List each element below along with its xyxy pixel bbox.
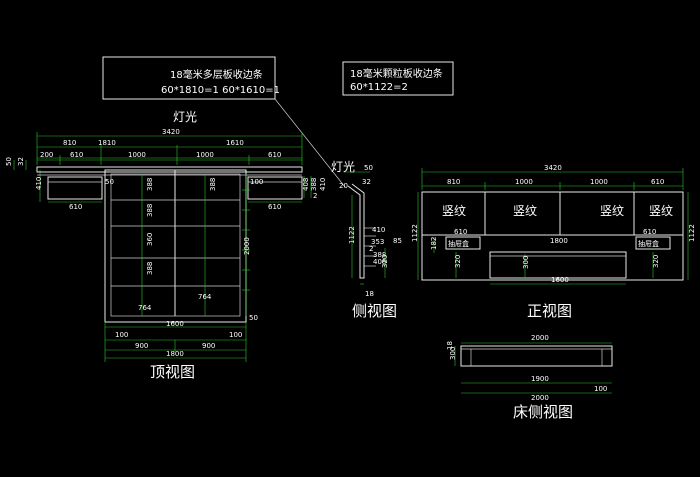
svg-text:300: 300 xyxy=(522,256,530,269)
svg-text:灯光: 灯光 xyxy=(331,160,355,174)
svg-text:1122: 1122 xyxy=(348,226,356,244)
svg-text:2: 2 xyxy=(369,245,373,253)
multilayer-board-note: 18毫米多层板收边条 60*1810=1 60*1610=1 xyxy=(102,56,280,100)
svg-text:1610: 1610 xyxy=(226,139,244,147)
svg-text:竖纹: 竖纹 xyxy=(649,204,673,218)
svg-text:320: 320 xyxy=(652,255,660,268)
svg-text:60*1122=2: 60*1122=2 xyxy=(350,82,408,93)
svg-text:388: 388 xyxy=(373,251,386,259)
svg-text:85: 85 xyxy=(393,237,402,245)
svg-text:32: 32 xyxy=(362,178,371,186)
svg-text:1600: 1600 xyxy=(166,320,184,328)
svg-text:610: 610 xyxy=(70,151,83,159)
svg-text:610: 610 xyxy=(643,228,656,236)
svg-text:408: 408 xyxy=(373,258,386,266)
svg-text:20: 20 xyxy=(339,182,348,190)
svg-text:50: 50 xyxy=(249,314,258,322)
svg-text:床侧视图: 床侧视图 xyxy=(513,403,573,421)
svg-text:610: 610 xyxy=(69,203,82,211)
svg-text:竖纹: 竖纹 xyxy=(600,204,624,218)
svg-text:18毫米多层板收边条: 18毫米多层板收边条 xyxy=(170,68,263,81)
svg-text:1900: 1900 xyxy=(531,375,549,383)
svg-text:2000: 2000 xyxy=(531,334,549,342)
svg-text:764: 764 xyxy=(198,293,212,301)
svg-text:2: 2 xyxy=(313,192,317,200)
svg-text:200: 200 xyxy=(40,151,53,159)
front-view: 3420 810 1000 1000 610 竖纹 竖纹 竖纹 竖纹 抽屉盒 抽… xyxy=(411,164,696,320)
svg-text:1810: 1810 xyxy=(98,139,116,147)
svg-text:320: 320 xyxy=(381,255,389,268)
svg-text:300: 300 xyxy=(449,347,457,360)
svg-text:50: 50 xyxy=(364,164,373,172)
svg-text:正视图: 正视图 xyxy=(527,302,572,320)
svg-text:408: 408 xyxy=(302,178,310,191)
svg-text:100: 100 xyxy=(115,331,128,339)
svg-text:410: 410 xyxy=(35,177,43,190)
svg-text:320: 320 xyxy=(454,255,462,268)
svg-text:388: 388 xyxy=(310,178,318,191)
svg-text:810: 810 xyxy=(63,139,76,147)
svg-text:顶视图: 顶视图 xyxy=(150,363,195,381)
svg-text:1000: 1000 xyxy=(590,178,608,186)
svg-text:2000: 2000 xyxy=(531,394,549,402)
svg-text:1800: 1800 xyxy=(550,237,568,245)
svg-text:1000: 1000 xyxy=(128,151,146,159)
svg-text:60*1810=1 60*1610=1: 60*1810=1 60*1610=1 xyxy=(161,85,280,96)
svg-text:3420: 3420 xyxy=(162,128,180,136)
top-view: 3420 810 1810 1610 200 610 1000 1000 610… xyxy=(5,110,327,381)
svg-text:50: 50 xyxy=(105,178,114,186)
svg-text:灯光: 灯光 xyxy=(173,110,197,124)
svg-text:388: 388 xyxy=(146,204,154,217)
svg-text:抽屉盒: 抽屉盒 xyxy=(448,239,469,248)
svg-text:3420: 3420 xyxy=(544,164,562,172)
svg-text:900: 900 xyxy=(135,342,148,350)
svg-text:1000: 1000 xyxy=(515,178,533,186)
svg-text:竖纹: 竖纹 xyxy=(513,204,537,218)
svg-text:100: 100 xyxy=(229,331,242,339)
svg-text:1000: 1000 xyxy=(196,151,214,159)
side-view: 灯光 50 32 20 1122 410 353 388 408 85 2 32… xyxy=(331,160,402,320)
svg-text:32: 32 xyxy=(17,157,25,166)
svg-text:侧视图: 侧视图 xyxy=(352,302,397,320)
svg-text:100: 100 xyxy=(250,178,263,186)
svg-text:388: 388 xyxy=(146,178,154,191)
svg-text:2000: 2000 xyxy=(243,237,251,255)
svg-text:1122: 1122 xyxy=(411,224,419,242)
granule-board-note: 18毫米颗粒板收边条 60*1122=2 xyxy=(342,61,454,96)
svg-text:353: 353 xyxy=(371,238,384,246)
svg-text:610: 610 xyxy=(454,228,467,236)
svg-text:410: 410 xyxy=(319,178,327,191)
svg-text:810: 810 xyxy=(447,178,460,186)
svg-text:182: 182 xyxy=(430,237,438,250)
svg-text:18毫米颗粒板收边条: 18毫米颗粒板收边条 xyxy=(350,67,443,80)
svg-text:抽屉盒: 抽屉盒 xyxy=(638,239,659,248)
svg-text:50: 50 xyxy=(5,157,13,166)
svg-text:410: 410 xyxy=(372,226,385,234)
svg-text:388: 388 xyxy=(146,262,154,275)
svg-text:100: 100 xyxy=(594,385,607,393)
svg-text:18: 18 xyxy=(446,341,454,350)
svg-text:1600: 1600 xyxy=(551,276,569,284)
svg-text:388: 388 xyxy=(209,178,217,191)
svg-text:764: 764 xyxy=(138,304,152,312)
svg-text:610: 610 xyxy=(268,203,281,211)
svg-text:900: 900 xyxy=(202,342,215,350)
bed-side-view: 2000 300 18 1900 100 2000 床侧视图 xyxy=(446,334,613,421)
svg-text:360: 360 xyxy=(146,233,154,246)
svg-text:1122: 1122 xyxy=(688,224,696,242)
svg-text:18: 18 xyxy=(365,290,374,298)
svg-text:竖纹: 竖纹 xyxy=(442,204,466,218)
svg-text:610: 610 xyxy=(268,151,281,159)
svg-text:1800: 1800 xyxy=(166,350,184,358)
svg-text:610: 610 xyxy=(651,178,664,186)
